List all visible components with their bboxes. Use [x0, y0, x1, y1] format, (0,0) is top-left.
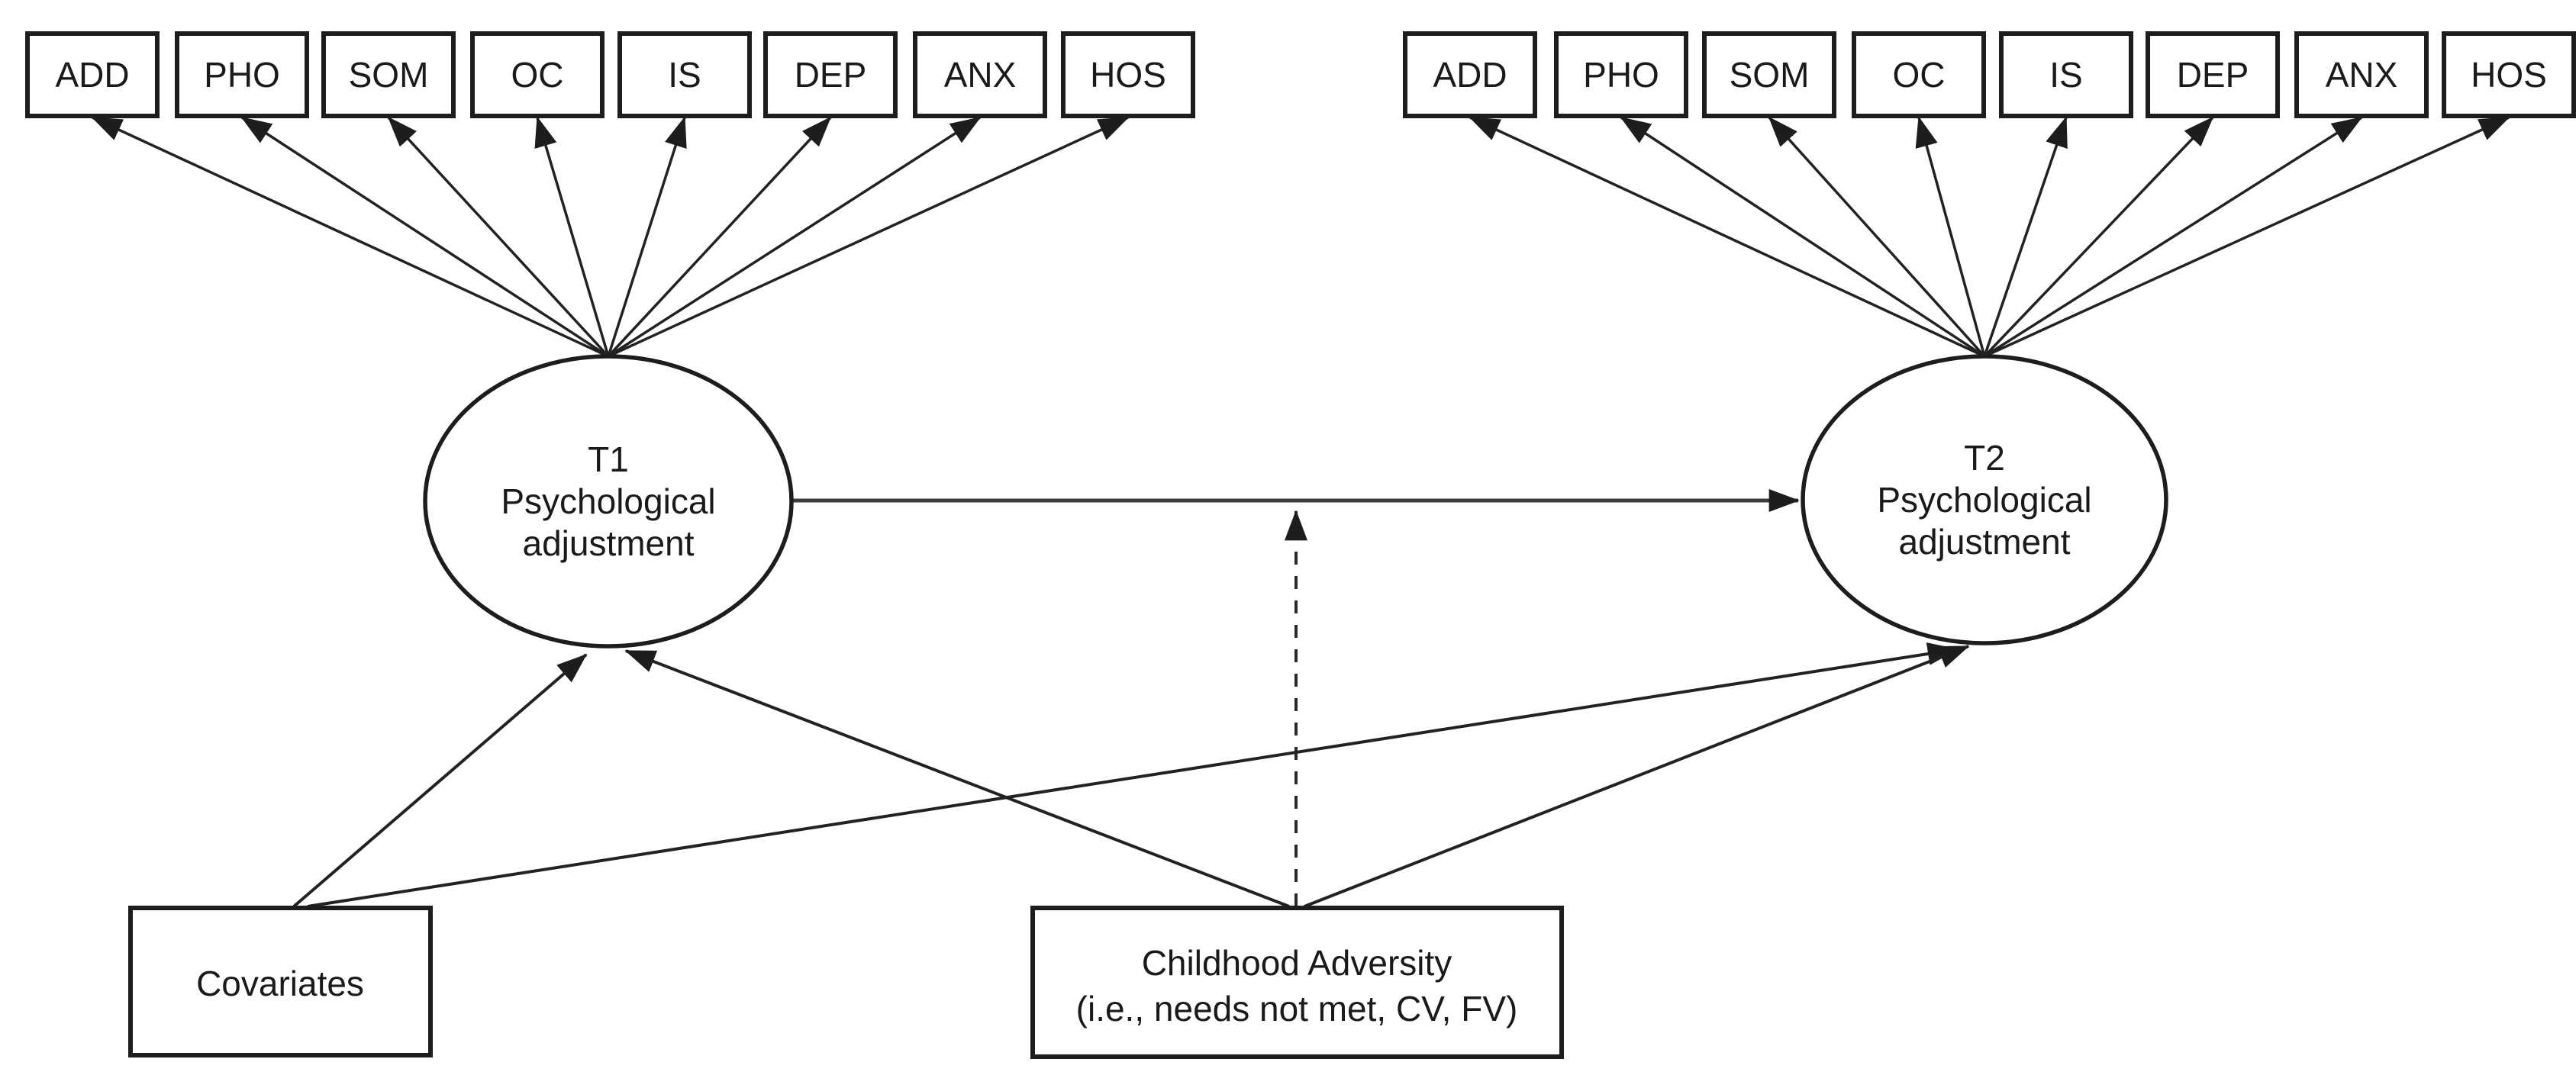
arrow-covariates-to-t2	[307, 642, 1959, 908]
arrow-t2-to-oc	[1915, 116, 1986, 357]
indicator-box-t1-anx: ANX	[913, 31, 1047, 118]
t1-loading-arrows	[91, 116, 1130, 358]
t2-indicator-boxes: ADD PHO SOM OC IS DEP ANX HOS	[1403, 31, 2576, 118]
indicator-rect	[1999, 31, 2133, 118]
indicator-label: HOS	[1090, 55, 1166, 95]
arrow-t2-to-pho	[1620, 116, 1985, 358]
childhood-adversity-rect	[1030, 906, 1564, 1059]
arrow-t2-to-som	[1768, 116, 1986, 358]
arrow-t1-to-som	[387, 116, 610, 358]
arrow-t1-to-hos	[608, 116, 1130, 358]
indicator-rect	[1554, 31, 1688, 118]
structural-paths	[292, 489, 1970, 908]
indicator-box-t2-is: IS	[1999, 31, 2133, 118]
t2-ellipse	[1801, 354, 2168, 645]
t2-label-line1: T2	[1964, 438, 2005, 478]
indicator-label: ADD	[1433, 55, 1507, 95]
indicator-label: OC	[1893, 55, 1946, 95]
indicator-label: IS	[668, 55, 701, 95]
indicator-rect	[2294, 31, 2429, 118]
t2-loading-arrows	[1469, 116, 2510, 358]
indicator-rect	[913, 31, 1047, 118]
arrow-t2-to-add	[1469, 116, 1985, 358]
childhood-adversity-node: Childhood Adversity (i.e., needs not met…	[1030, 906, 1564, 1059]
indicator-rect	[2442, 31, 2576, 118]
childhood-adversity-label-line2: (i.e., needs not met, CV, FV)	[1076, 989, 1518, 1028]
indicator-label: ANX	[2326, 55, 2398, 95]
arrow-t1-to-anx	[608, 116, 982, 358]
indicator-label: DEP	[795, 55, 867, 95]
indicator-box-t2-som: SOM	[1702, 31, 1836, 118]
indicator-rect	[1852, 31, 1986, 118]
arrow-t1-to-oc	[534, 116, 610, 357]
indicator-box-t1-oc: OC	[470, 31, 605, 118]
arrow-t1-to-is	[607, 116, 687, 357]
indicator-label: SOM	[1730, 55, 1810, 95]
indicator-box-t2-oc: OC	[1852, 31, 1986, 118]
indicator-label: ANX	[944, 55, 1017, 95]
t2-label-line3: adjustment	[1898, 522, 2070, 562]
indicator-box-t1-dep: DEP	[763, 31, 898, 118]
indicator-box-t2-add: ADD	[1403, 31, 1537, 118]
t1-label-line3: adjustment	[522, 523, 694, 563]
indicator-box-t1-hos: HOS	[1061, 31, 1195, 118]
indicator-label: HOS	[2471, 55, 2547, 95]
indicator-box-t1-add: ADD	[25, 31, 160, 118]
indicator-rect	[1403, 31, 1537, 118]
covariates-rect	[128, 906, 433, 1057]
indicator-label: OC	[511, 55, 564, 95]
indicator-box-t2-anx: ANX	[2294, 31, 2429, 118]
indicator-label: DEP	[2177, 55, 2249, 95]
indicator-label: ADD	[55, 55, 129, 95]
indicator-rect	[470, 31, 605, 118]
indicator-box-t2-hos: HOS	[2442, 31, 2576, 118]
indicator-box-t1-is: IS	[617, 31, 752, 118]
t1-indicator-boxes: ADD PHO SOM OC IS DEP ANX HOS	[25, 31, 1195, 118]
t1-label-line1: T1	[588, 439, 629, 479]
indicator-box-t2-pho: PHO	[1554, 31, 1688, 118]
indicator-label: IS	[2049, 55, 2082, 95]
arrow-t1-to-add	[91, 116, 609, 358]
indicator-label: PHO	[1583, 55, 1659, 95]
indicator-label: PHO	[204, 55, 280, 95]
arrow-t2-to-dep	[1983, 116, 2214, 358]
arrow-t2-to-anx	[1984, 116, 2363, 358]
indicator-rect	[763, 31, 898, 118]
indicator-rect	[321, 31, 456, 118]
indicator-box-t2-dep: DEP	[2146, 31, 2280, 118]
arrow-adversity-to-t1	[624, 649, 1290, 908]
arrow-t1-to-pho	[240, 116, 609, 358]
arrow-covariates-to-t1	[292, 653, 588, 908]
t2-label-line2: Psychological	[1877, 480, 2091, 520]
childhood-adversity-label-line1: Childhood Adversity	[1142, 943, 1452, 983]
indicator-rect	[2146, 31, 2280, 118]
t1-label-line2: Psychological	[501, 481, 715, 521]
arrow-t2-to-hos	[1984, 116, 2510, 358]
arrow-t2-to-is	[1983, 116, 2068, 357]
indicator-rect	[175, 31, 309, 118]
indicator-rect	[1061, 31, 1195, 118]
arrow-adversity-to-t2	[1304, 645, 1970, 908]
t1-ellipse	[423, 354, 794, 649]
covariates-node: Covariates	[128, 906, 433, 1057]
latent-node-t1: T1 Psychological adjustment	[423, 354, 794, 649]
indicator-box-t1-pho: PHO	[175, 31, 309, 118]
indicator-box-t1-som: SOM	[321, 31, 456, 118]
arrow-t1-to-dep	[607, 116, 832, 358]
indicator-rect	[1702, 31, 1836, 118]
covariates-label: Covariates	[196, 964, 364, 1003]
indicator-rect	[617, 31, 752, 118]
latent-node-t2: T2 Psychological adjustment	[1801, 354, 2168, 645]
indicator-rect	[25, 31, 160, 118]
indicator-label: SOM	[349, 55, 429, 95]
